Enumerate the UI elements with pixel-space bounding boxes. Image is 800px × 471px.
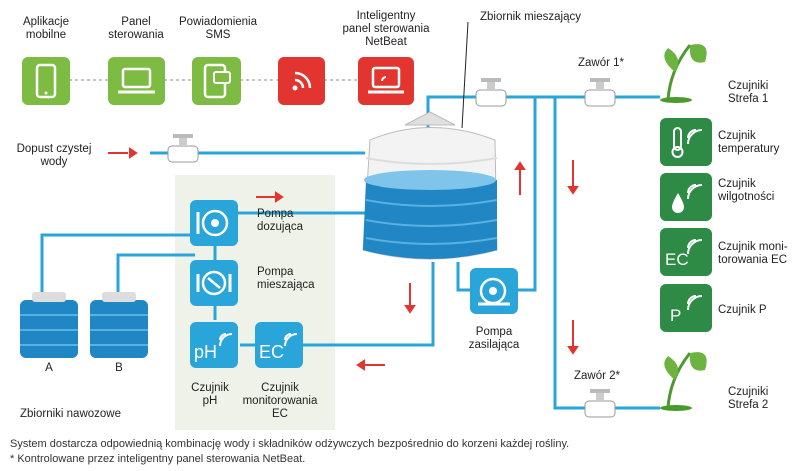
mobile-app-tile <box>22 57 70 105</box>
sms-phone-icon <box>203 63 231 99</box>
thermometer-icon <box>671 127 703 158</box>
valve-2 <box>584 389 616 418</box>
mixing-pump-tile <box>190 260 238 306</box>
valve-2-label: Zawór 2* <box>574 370 621 382</box>
valve-1 <box>584 78 616 107</box>
pipes <box>40 95 660 410</box>
zone1-label: Czujniki Strefa 1 <box>728 80 769 105</box>
p-signal-icon <box>687 295 703 311</box>
valve-inlet <box>167 134 199 163</box>
valve-1-label: Zawór 1* <box>578 57 625 69</box>
ec-icon: EC <box>665 250 689 269</box>
netbeat-panel-tile <box>358 57 414 105</box>
zone2-pipe <box>553 97 660 410</box>
tank-b-label: B <box>115 362 123 374</box>
dosing-pump-label: Pompa dozująca <box>257 208 304 233</box>
sms-tile <box>192 57 241 105</box>
humidity-sensor-tile <box>660 173 712 221</box>
ec-badge-signal-icon <box>284 333 298 347</box>
humidity-sensor-label: Czujnik wilgotności <box>718 178 775 203</box>
plant-zone2-icon <box>660 352 707 411</box>
mixing-tank <box>362 111 498 260</box>
netbeat-signal-tile <box>278 57 325 105</box>
footnote-description: System dostarcza odpowiednią kombinację … <box>10 438 570 450</box>
footnote-control: * Kontrolowane przez inteligentny panel … <box>10 453 306 465</box>
control-panel-label: Panel sterowania <box>108 16 164 41</box>
netbeat-label: Inteligentny panel sterowania NetBeat <box>342 10 430 48</box>
plant-zone1-icon <box>660 44 707 103</box>
p-sensor-tile: P <box>660 284 712 332</box>
zone2-label: Czujniki Strefa 2 <box>728 386 769 411</box>
ec-sensor-tile: EC <box>255 322 303 368</box>
water-inlet-label: Dopust czystej wody <box>16 143 92 168</box>
feed-pump-tile <box>470 268 518 314</box>
water-drop-icon <box>672 184 703 213</box>
temperature-sensor-label: Czujnik temperatury <box>718 130 780 155</box>
fertilizer-tanks-label: Zbiorniki nawozowe <box>20 408 121 420</box>
p-sensor-label: Czujnik P <box>718 304 767 316</box>
ec-monitor-sensor-label: Czujnik moni- torowania EC <box>718 241 788 266</box>
ec-monitor-sensor-tile: EC <box>660 228 712 276</box>
tank-to-ec-pipe <box>300 262 435 347</box>
ph-icon: pH <box>194 342 218 362</box>
feed-pump-icon <box>478 277 510 306</box>
mobile-apps-label: Aplikacje mobilne <box>22 16 70 41</box>
fertilizer-tank-a <box>20 292 78 358</box>
mixing-tank-label: Zbiornik mieszający <box>480 11 581 23</box>
feed-pump-label: Pompa zasilająca <box>468 326 520 351</box>
flow-arrows <box>108 147 579 371</box>
netbeat-laptop-icon <box>368 66 404 94</box>
mixing-pump-label: Pompa mieszająca <box>257 266 315 291</box>
fertilizer-tank-b <box>90 292 148 358</box>
dosing-pump-icon <box>196 209 229 237</box>
smartphone-icon <box>35 63 57 99</box>
tank-a-pipe <box>40 233 195 300</box>
ph-sensor-label: Czujnik pH <box>191 382 229 407</box>
control-panel-tile <box>108 57 165 105</box>
dosing-pump-tile <box>190 200 238 246</box>
laptop-icon <box>118 67 155 94</box>
ec-sensor-label: Czujnik monitorowania EC <box>242 382 318 420</box>
mixing-tank-pointer <box>461 21 469 129</box>
ph-sensor-tile: pH <box>190 322 238 368</box>
tank-to-feed-pump <box>456 262 470 292</box>
wireless-signal-icon <box>292 71 312 91</box>
p-icon: P <box>670 306 682 325</box>
valve-outlet <box>475 78 507 107</box>
tank-b-pipe <box>116 253 195 300</box>
ec-signal-icon <box>687 239 703 255</box>
sms-label: Powiadomienia SMS <box>179 16 257 41</box>
mixing-pump-icon <box>196 270 232 296</box>
temperature-sensor-tile <box>660 118 712 166</box>
ec-badge-icon: EC <box>259 342 285 362</box>
tank-a-label: A <box>45 362 53 374</box>
ph-signal-icon <box>219 333 233 347</box>
